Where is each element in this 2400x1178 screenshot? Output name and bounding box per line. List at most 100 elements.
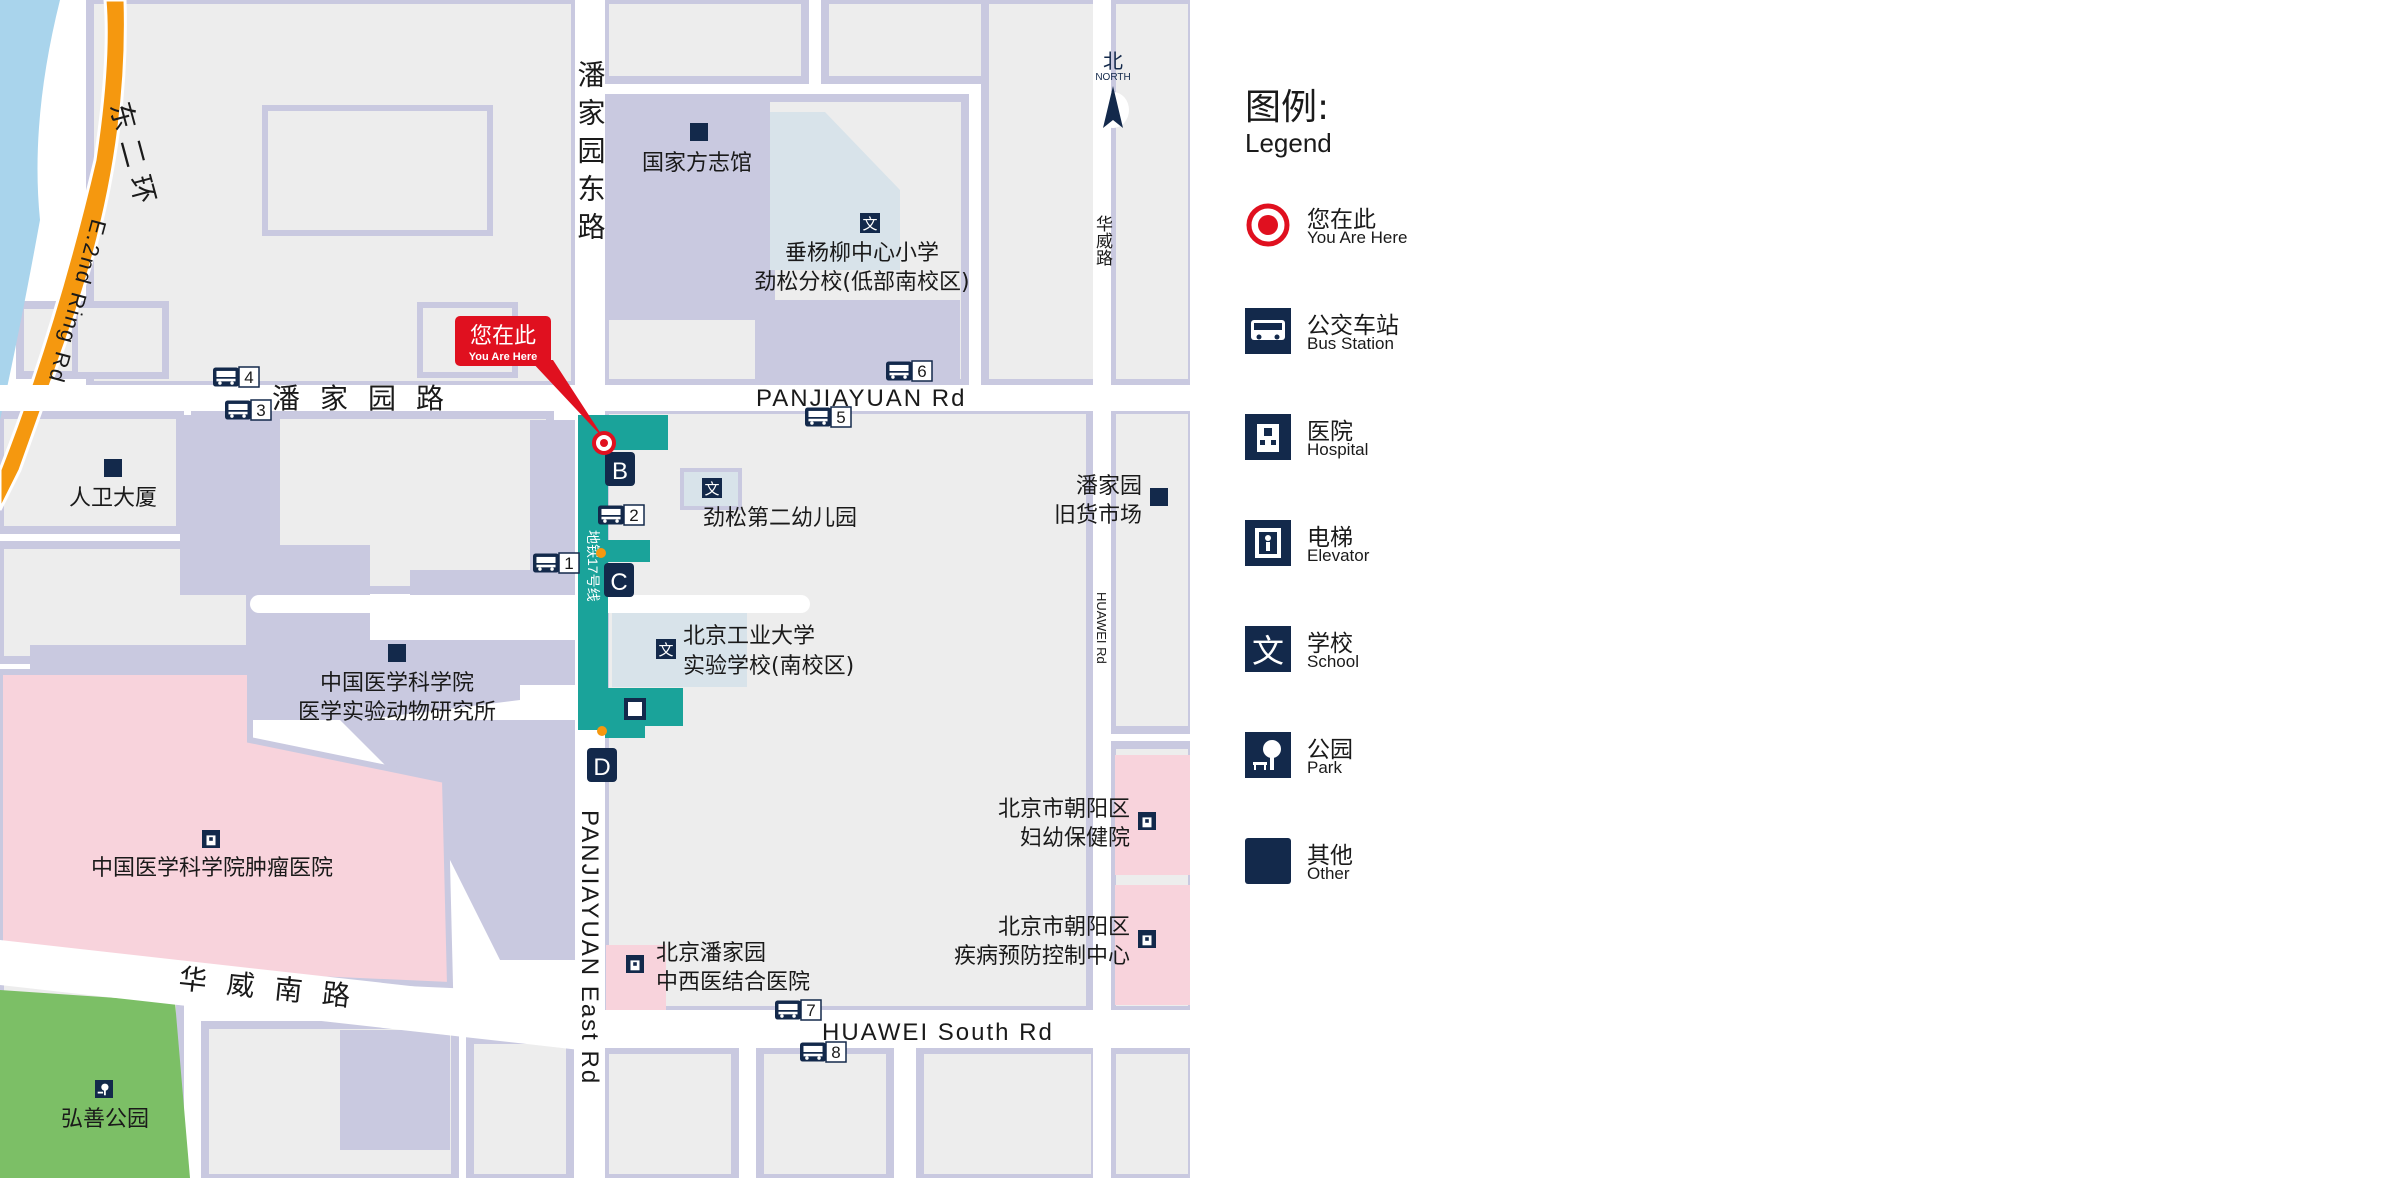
road-label-huawei-en: HUAWEI Rd bbox=[1094, 592, 1109, 664]
park-icon bbox=[95, 1080, 113, 1098]
label-market-1: 潘家园 bbox=[1076, 474, 1142, 499]
other-icon bbox=[690, 123, 708, 141]
school-zone-bjut bbox=[612, 612, 747, 687]
entrance-dot bbox=[597, 726, 607, 736]
legend-label-en: You Are Here bbox=[1307, 228, 1408, 247]
bus-stop: 3 bbox=[225, 399, 272, 421]
north-arrow: 北 NORTH bbox=[1095, 49, 1131, 128]
svg-text:7: 7 bbox=[806, 1001, 815, 1020]
other-icon bbox=[104, 459, 122, 477]
metro-line-label: 地铁17号线 bbox=[585, 530, 601, 602]
label-cams-2: 医学实验动物研究所 bbox=[298, 700, 496, 725]
school-icon bbox=[702, 478, 722, 498]
legend-title: 图例: bbox=[1245, 87, 1330, 128]
label-cdc-1: 北京市朝阳区 bbox=[998, 915, 1130, 940]
bus-stop: 2 bbox=[598, 504, 645, 526]
bus-stop: 1 bbox=[533, 552, 580, 574]
legend-label-en: Other bbox=[1307, 864, 1350, 883]
legend-label-en: Park bbox=[1307, 758, 1342, 777]
road-label-panjiayuan-east-cn: 潘家园东路 bbox=[574, 60, 607, 250]
exit-d: D bbox=[587, 748, 617, 782]
bus-stop: 4 bbox=[213, 366, 260, 388]
road-label-panjiayuan-east-en: PANJIAYUAN East Rd bbox=[576, 810, 603, 1085]
legend-label-cn: 电梯 bbox=[1307, 525, 1353, 551]
other-icon bbox=[1150, 488, 1168, 506]
label-maternal-2: 妇幼保健院 bbox=[1020, 826, 1130, 851]
svg-text:8: 8 bbox=[831, 1043, 840, 1062]
svg-text:1: 1 bbox=[564, 554, 573, 573]
label-renwei: 人卫大厦 bbox=[69, 486, 157, 511]
legend-item-other: 其他 Other bbox=[1245, 834, 1745, 886]
hospital-icon bbox=[1138, 812, 1156, 830]
label-cdc-2: 疾病预防控制中心 bbox=[954, 944, 1130, 969]
bus-stop: 7 bbox=[775, 999, 822, 1021]
legend-label-cn: 医院 bbox=[1307, 419, 1353, 445]
bus-icon bbox=[1245, 308, 1291, 354]
station-area-map: 文 bbox=[0, 0, 1190, 1178]
legend-label-en: School bbox=[1307, 652, 1359, 671]
school-icon bbox=[860, 213, 880, 233]
road-label-huawei-south-en: HUAWEI South Rd bbox=[822, 1019, 1054, 1046]
label-guojia-fangzhi: 国家方志馆 bbox=[642, 151, 752, 176]
park-icon bbox=[1245, 732, 1291, 778]
legend-item-school: 文 学校 School bbox=[1245, 622, 1745, 674]
svg-text:文: 文 bbox=[1252, 632, 1284, 670]
svg-text:B: B bbox=[612, 458, 628, 485]
bus-stop: 8 bbox=[800, 1041, 847, 1063]
hospital-icon bbox=[1138, 930, 1156, 948]
exit-c: C bbox=[604, 563, 634, 597]
legend-label-cn: 学校 bbox=[1307, 631, 1353, 657]
school-icon bbox=[656, 639, 676, 659]
school-icon: 文 bbox=[1245, 626, 1291, 672]
svg-text:You Are Here: You Are Here bbox=[469, 351, 537, 363]
label-jinsong-kinder: 劲松第二幼儿园 bbox=[703, 506, 857, 531]
label-maternal-1: 北京市朝阳区 bbox=[998, 797, 1130, 822]
legend-label-en: Hospital bbox=[1307, 440, 1369, 459]
legend: 图例: Legend 您在此 You Are Here 公交车站 Bus Sta… bbox=[1245, 87, 1845, 884]
elevator-icon bbox=[624, 698, 646, 720]
other-icon bbox=[1245, 838, 1291, 884]
road-label-panjiayuan-cn: 潘家园路 bbox=[272, 382, 464, 415]
label-cams-1: 中国医学科学院 bbox=[320, 671, 474, 696]
label-bjut-1: 北京工业大学 bbox=[683, 624, 815, 649]
label-chuiyang-1: 垂杨柳中心小学 bbox=[785, 241, 939, 266]
you-are-here-marker: 您在此 You Are Here bbox=[455, 316, 616, 455]
label-market-2: 旧货市场 bbox=[1054, 503, 1142, 528]
svg-text:北: 北 bbox=[1103, 49, 1123, 73]
svg-text:5: 5 bbox=[836, 408, 845, 427]
legend-label-cn: 您在此 bbox=[1307, 207, 1376, 233]
legend-item-bus: 公交车站 Bus Station bbox=[1245, 304, 1745, 356]
other-icon bbox=[388, 644, 406, 662]
legend-item-you-are-here: 您在此 You Are Here bbox=[1245, 198, 1745, 250]
legend-item-elevator: 电梯 Elevator bbox=[1245, 516, 1745, 568]
label-pjy-hospital-2: 中西医结合医院 bbox=[656, 970, 810, 995]
exit-b: B bbox=[605, 452, 635, 486]
legend-label-cn: 公交车站 bbox=[1307, 313, 1399, 339]
road-label-panjiayuan-en: PANJIAYUAN Rd bbox=[756, 385, 967, 412]
svg-text:D: D bbox=[593, 754, 610, 781]
svg-text:2: 2 bbox=[629, 506, 638, 525]
elevator-icon bbox=[1245, 520, 1291, 566]
road-label-huawei-cn: 华威路 bbox=[1092, 215, 1113, 266]
building-footprints bbox=[30, 98, 960, 1150]
label-chuiyang-2: 劲松分校(低部南校区) bbox=[754, 270, 969, 295]
label-cancer-hospital: 中国医学科学院肿瘤医院 bbox=[91, 856, 333, 881]
hospital-zone-cancer bbox=[0, 669, 454, 989]
svg-text:C: C bbox=[610, 569, 627, 596]
legend-item-hospital: 医院 Hospital bbox=[1245, 410, 1745, 462]
hospital-icon bbox=[1245, 414, 1291, 460]
river bbox=[0, 0, 60, 420]
svg-text:您在此: 您在此 bbox=[470, 324, 536, 349]
entrance-dot bbox=[596, 548, 606, 558]
label-bjut-2: 实验学校(南校区) bbox=[683, 654, 854, 679]
hospital-icon bbox=[626, 955, 644, 973]
legend-label-cn: 其他 bbox=[1307, 843, 1353, 869]
you-are-here-icon bbox=[1246, 203, 1290, 247]
svg-text:3: 3 bbox=[256, 401, 265, 420]
svg-text:6: 6 bbox=[917, 362, 926, 381]
label-pjy-hospital-1: 北京潘家园 bbox=[656, 941, 766, 966]
label-hongshan-park: 弘善公园 bbox=[61, 1107, 149, 1132]
hospital-icon bbox=[202, 830, 220, 848]
bus-stop: 5 bbox=[805, 406, 852, 428]
legend-subtitle: Legend bbox=[1245, 128, 1332, 158]
